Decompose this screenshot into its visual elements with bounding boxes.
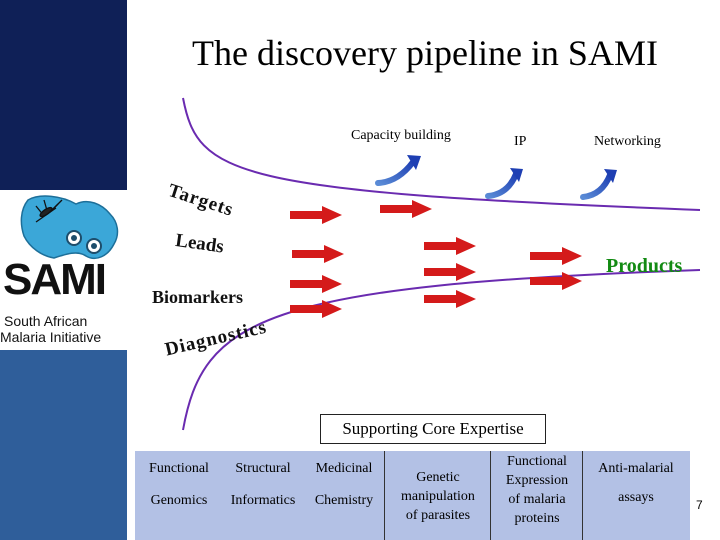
core-divider xyxy=(582,451,583,540)
side-band-blue xyxy=(0,350,127,540)
supporting-core-expertise-box: Supporting Core Expertise xyxy=(320,414,546,444)
core-divider xyxy=(384,451,385,540)
products-label: Products xyxy=(606,255,683,277)
ip-label: IP xyxy=(514,134,527,149)
core-functional-expression: Functional Expression of malaria protein… xyxy=(505,454,569,526)
capacity-building-arrow-icon xyxy=(375,155,421,186)
page-number: 7 xyxy=(696,498,703,512)
red-arrow xyxy=(530,272,582,290)
core-medicinal-chemistry: Medicinal Chemistry xyxy=(314,461,374,508)
red-arrow xyxy=(292,245,344,263)
red-arrow xyxy=(290,206,342,224)
pipeline-upper-curve xyxy=(182,97,701,211)
core-genetic-manipulation: Genetic manipulation of parasites xyxy=(401,470,475,523)
capacity-building-label: Capacity building xyxy=(351,128,451,143)
red-arrow xyxy=(424,290,476,308)
networking-arrow-icon xyxy=(580,169,617,200)
africa-map-icon xyxy=(20,195,119,260)
page-title: The discovery pipeline in SAMI xyxy=(192,33,658,73)
red-arrow xyxy=(380,200,432,218)
red-arrow xyxy=(290,275,342,293)
red-arrow xyxy=(530,247,582,265)
logo-acronym: SAMI xyxy=(3,255,107,304)
red-arrow xyxy=(424,237,476,255)
ip-arrow-icon xyxy=(485,168,523,199)
core-structural-informatics: Structural Informatics xyxy=(230,461,296,508)
core-functional-genomics: Functional Genomics xyxy=(149,461,209,508)
core-expertise-row xyxy=(135,451,690,540)
core-divider xyxy=(490,451,491,540)
logo-line1: South African xyxy=(4,313,88,329)
red-arrows xyxy=(290,200,582,318)
red-arrow xyxy=(290,300,342,318)
side-band-navy xyxy=(0,0,127,190)
mosquito-icon xyxy=(35,199,63,223)
pipeline-lower-curve xyxy=(182,269,701,431)
core-antimalarial-assays: Anti-malarial assays xyxy=(598,461,674,505)
logo-line2: Malaria Initiative xyxy=(0,329,102,345)
networking-label: Networking xyxy=(594,134,661,149)
red-arrow xyxy=(424,263,476,281)
biomarkers-label: Biomarkers xyxy=(152,287,243,307)
